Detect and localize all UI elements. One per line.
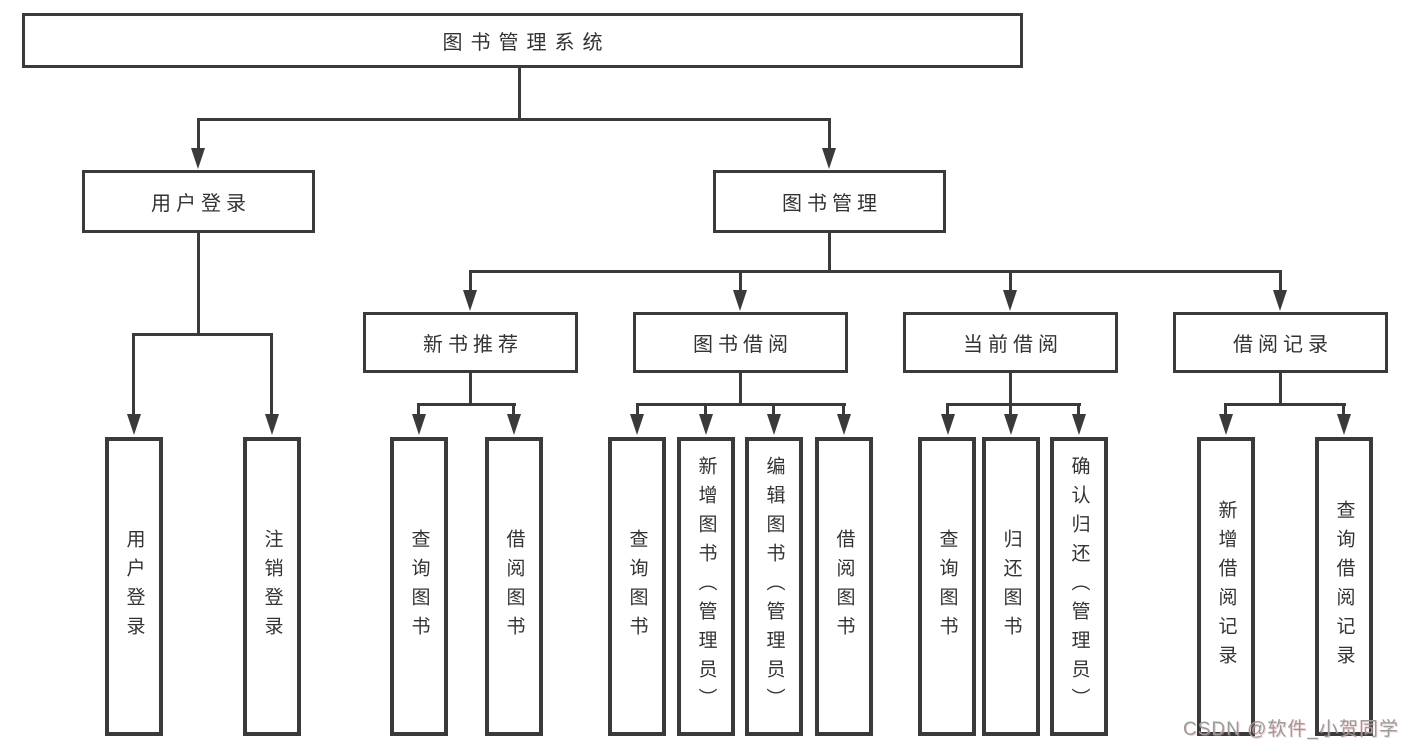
connector-leaf-stem [417, 403, 420, 416]
connector-to-new-book-recommendation [469, 270, 472, 292]
arrowhead-down-icon [1004, 414, 1018, 435]
node-current-borrowing: 当前借阅 [903, 312, 1118, 373]
watermark: CSDN @软件_小贺同学 [1183, 719, 1399, 740]
node-book-management-system: 图书管理系统 [22, 13, 1023, 68]
connector-to-book-borrowing [739, 270, 742, 292]
leaf-query-books-recommend: 查询图书 [390, 437, 448, 736]
arrowhead-down-icon [822, 148, 836, 169]
arrowhead-down-icon [630, 414, 644, 435]
leaf-return-books: 归还图书 [982, 437, 1040, 736]
arrowhead-down-icon [265, 414, 279, 435]
arrowhead-down-icon [127, 414, 141, 435]
leaf-query-books-borrow: 查询图书 [608, 437, 666, 736]
connector-root-stem [518, 68, 521, 120]
arrowhead-down-icon [733, 290, 747, 311]
arrowhead-down-icon [699, 414, 713, 435]
leaf-borrow-books-borrow: 借阅图书 [815, 437, 873, 736]
connector-user-login-stem [197, 233, 200, 335]
leaf-edit-books-admin: 编辑图书（管理员） [745, 437, 803, 736]
node-borrowing-records: 借阅记录 [1173, 312, 1388, 373]
arrowhead-down-icon [837, 414, 851, 435]
leaf-add-borrow-record: 新增借阅记录 [1197, 437, 1255, 736]
leaf-query-borrow-record: 查询借阅记录 [1315, 437, 1373, 736]
connector-leaf-stem [1009, 403, 1012, 416]
connector-to-leaf-logout [270, 333, 273, 416]
connector-leaf-stem [842, 403, 845, 416]
leaf-user-login: 用户登录 [105, 437, 163, 736]
node-user-login: 用户登录 [82, 170, 315, 233]
connector-leaf-stem [704, 403, 707, 416]
connector-book-management-bar [469, 270, 1282, 273]
node-new-book-recommendation: 新书推荐 [363, 312, 578, 373]
arrowhead-down-icon [767, 414, 781, 435]
arrowhead-down-icon [412, 414, 426, 435]
arrowhead-down-icon [1337, 414, 1351, 435]
connector-to-leaf-user-login [132, 333, 135, 416]
connector-to-user-login [197, 118, 200, 150]
connector-leaf-stem [512, 403, 515, 416]
connector-records-stem [1279, 373, 1282, 405]
arrowhead-down-icon [1072, 414, 1086, 435]
connector-current-bar [946, 403, 1081, 406]
connector-book-management-stem [828, 233, 831, 272]
arrowhead-down-icon [507, 414, 521, 435]
connector-current-stem [1009, 373, 1012, 405]
connector-leaf-stem [636, 403, 639, 416]
connector-to-book-management [828, 118, 831, 150]
connector-to-current-borrowing [1009, 270, 1012, 292]
connector-leaf-stem [1342, 403, 1345, 416]
leaf-borrow-books-recommend: 借阅图书 [485, 437, 543, 736]
connector-user-login-bar [132, 333, 273, 336]
leaf-add-books-admin: 新增图书（管理员） [677, 437, 735, 736]
leaf-logout-login: 注销登录 [243, 437, 301, 736]
arrowhead-down-icon [191, 148, 205, 169]
connector-leaf-stem [1224, 403, 1227, 416]
connector-root-bar [197, 118, 831, 121]
arrowhead-down-icon [463, 290, 477, 311]
arrowhead-down-icon [941, 414, 955, 435]
connector-leaf-stem [1077, 403, 1080, 416]
connector-recommend-stem [469, 373, 472, 405]
arrowhead-down-icon [1003, 290, 1017, 311]
connector-to-borrowing-records [1279, 270, 1282, 292]
connector-borrowing-bar [636, 403, 846, 406]
connector-leaf-stem [772, 403, 775, 416]
connector-recommend-bar [417, 403, 516, 406]
arrowhead-down-icon [1219, 414, 1233, 435]
connector-borrowing-stem [739, 373, 742, 405]
leaf-confirm-return-admin: 确认归还（管理员） [1050, 437, 1108, 736]
node-book-borrowing: 图书借阅 [633, 312, 848, 373]
node-book-management: 图书管理 [713, 170, 946, 233]
arrowhead-down-icon [1273, 290, 1287, 311]
leaf-query-books-current: 查询图书 [918, 437, 976, 736]
connector-records-bar [1224, 403, 1346, 406]
connector-leaf-stem [946, 403, 949, 416]
